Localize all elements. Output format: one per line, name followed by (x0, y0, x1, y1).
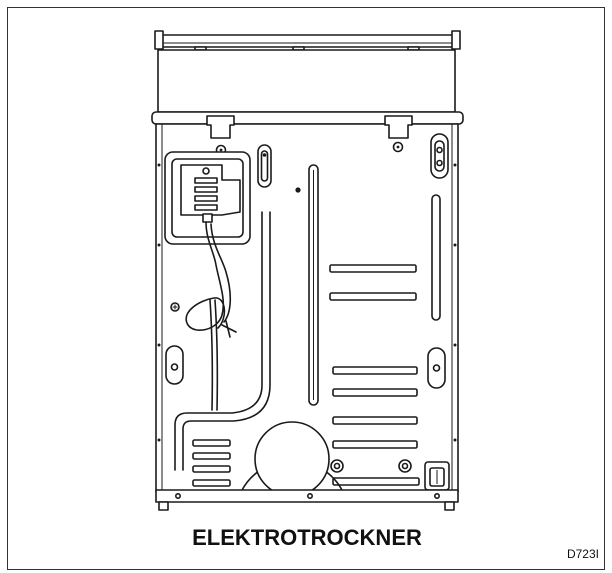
edge-rivet (453, 243, 457, 247)
oval-hole (436, 159, 443, 167)
base-screw (306, 492, 313, 499)
louver (332, 388, 418, 397)
louver (192, 452, 231, 460)
edge-rivet (157, 243, 161, 247)
louver (332, 440, 418, 449)
cabinet-base (155, 489, 459, 511)
left-bottom-louvers (192, 439, 231, 487)
louver (192, 465, 231, 473)
power-cord-upper (185, 221, 226, 331)
top-rail-left-cap (154, 30, 164, 50)
terminal-bar (194, 195, 218, 202)
right-louvers (329, 264, 420, 486)
figure-code: D723I (567, 547, 599, 561)
center-vertical-slot (308, 164, 319, 406)
louver (332, 477, 420, 486)
vent-pipe-outer (174, 211, 263, 471)
figure-caption: ELEKTROTROCKNER (192, 525, 422, 550)
left-mid-oval (165, 345, 184, 385)
left-foot (158, 501, 169, 511)
power-cord-tie (221, 320, 237, 338)
base-screw (175, 492, 182, 499)
cord-strain-relief (202, 213, 213, 223)
louver (192, 439, 231, 447)
louver (329, 264, 417, 273)
edge-rivet (157, 343, 161, 347)
bracket-hole-center (396, 145, 400, 149)
vent-pipe (174, 211, 271, 471)
oval-inner (434, 140, 445, 172)
left-top-bracket (206, 115, 235, 156)
right-vertical-slot (431, 194, 441, 321)
terminal-bar (194, 186, 218, 193)
right-mid-oval (427, 347, 446, 389)
bracket-hole-center (219, 148, 223, 152)
right-foot (444, 501, 455, 511)
louver (192, 479, 231, 487)
screw-inner (401, 462, 409, 470)
edge-rivet (157, 163, 161, 167)
terminal-bar (194, 177, 218, 184)
upper-right-oval (430, 133, 449, 179)
figure-frame (7, 7, 605, 570)
top-rail-right-cap (451, 30, 461, 50)
top-rail (154, 30, 461, 51)
ground-screw-cross (172, 304, 178, 310)
base-screw (433, 492, 440, 499)
louver (332, 366, 418, 375)
edge-rivet (157, 438, 161, 442)
upper-left-slot (257, 144, 272, 188)
exhaust-opening (254, 421, 330, 497)
panel-dot (295, 187, 301, 193)
vent-pipe-inner (182, 211, 271, 471)
power-cord-coil (210, 223, 232, 323)
slot-hole (262, 153, 267, 157)
cabinet-top-band (151, 111, 464, 125)
oval-hole (436, 146, 443, 154)
louver (332, 416, 418, 425)
bracket-shape (206, 115, 235, 139)
bottom-screws (330, 459, 412, 473)
louver (329, 292, 417, 301)
power-cord-lower (214, 299, 219, 411)
edge-rivet (453, 163, 457, 167)
drain-fitting (424, 461, 450, 491)
console-panel (157, 49, 456, 113)
dryer-drawing (151, 30, 464, 511)
oval-hole (170, 363, 179, 371)
right-top-bracket (384, 115, 413, 153)
oval-hole (432, 364, 441, 372)
edge-rivet (453, 438, 457, 442)
bracket-shape (384, 115, 413, 139)
screw-inner (333, 462, 341, 470)
terminal-block (164, 151, 251, 245)
top-rail-bar (159, 34, 456, 48)
power-cord-lower (209, 299, 214, 411)
ground-screw (170, 302, 180, 312)
terminal-bar (194, 204, 218, 211)
edge-rivet (453, 343, 457, 347)
power-cord (185, 221, 237, 411)
terminal-screw (202, 167, 210, 175)
slot-inner (260, 150, 269, 182)
